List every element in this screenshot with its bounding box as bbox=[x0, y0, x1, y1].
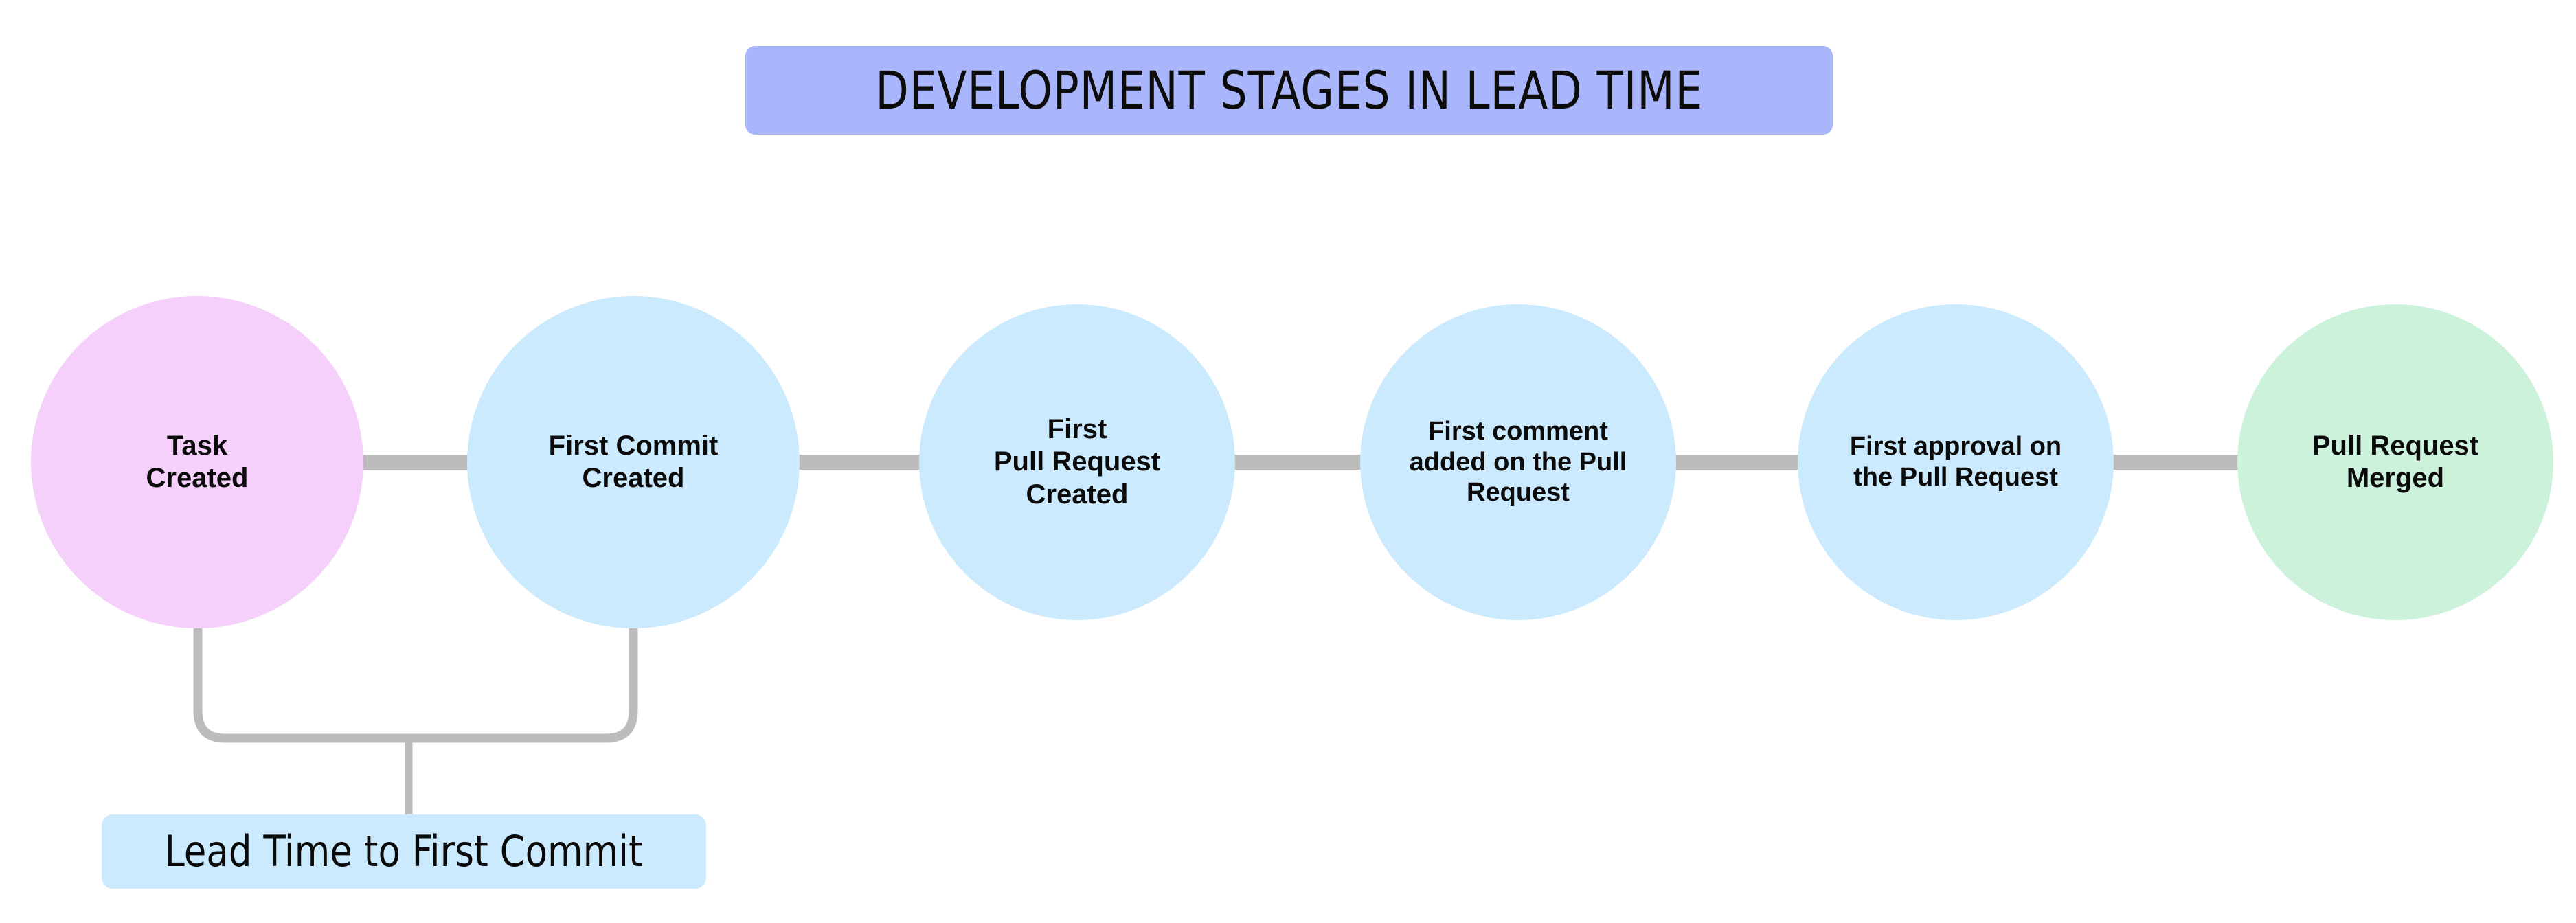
connector-task-created-to-first-commit bbox=[357, 455, 474, 470]
node-first-comment-added[interactable]: First comment added on the Pull Request bbox=[1360, 304, 1676, 620]
node-first-approval[interactable]: First approval on the Pull Request bbox=[1798, 304, 2114, 620]
connector-first-commit-to-first-pull-request bbox=[794, 455, 925, 470]
node-first-commit-created-label: First Commit Created bbox=[548, 430, 719, 493]
node-pull-request-merged-label: Pull Request Merged bbox=[2312, 430, 2479, 493]
node-first-pull-request-created[interactable]: First Pull Request Created bbox=[919, 304, 1235, 620]
node-task-created-label: Task Created bbox=[146, 430, 249, 493]
node-first-pull-request-created-label: First Pull Request Created bbox=[993, 414, 1161, 510]
node-first-comment-added-label: First comment added on the Pull Request bbox=[1409, 416, 1627, 508]
node-pull-request-merged[interactable]: Pull Request Merged bbox=[2237, 304, 2553, 620]
connector-first-pull-request-to-first-comment bbox=[1230, 455, 1366, 470]
connector-first-comment-to-first-approval bbox=[1671, 455, 1803, 470]
node-first-commit-created[interactable]: First Commit Created bbox=[467, 296, 800, 628]
connector-first-approval-to-pull-request-merged bbox=[2109, 455, 2243, 470]
page-title-banner: DEVELOPMENT STAGES IN LEAD TIME bbox=[745, 46, 1833, 135]
node-task-created[interactable]: Task Created bbox=[31, 296, 363, 628]
bracket-label-lead-time-to-first-commit: Lead Time to First Commit bbox=[102, 814, 706, 889]
node-first-approval-label: First approval on the Pull Request bbox=[1849, 432, 2062, 492]
page-title: DEVELOPMENT STAGES IN LEAD TIME bbox=[875, 59, 1703, 121]
bracket-label-text: Lead Time to First Commit bbox=[164, 826, 644, 876]
